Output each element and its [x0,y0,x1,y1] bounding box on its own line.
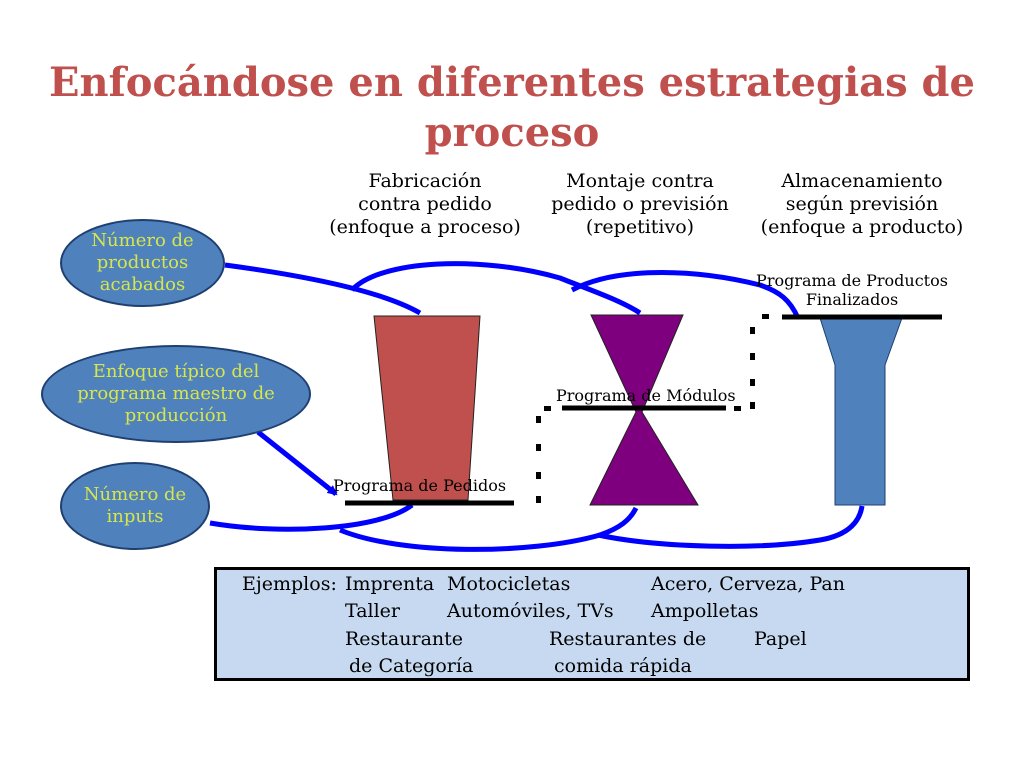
example-product: Acero, Cerveza, Pan [651,573,845,595]
slide-title: Enfocándose en diferentes estrategias de… [0,58,1024,158]
column-header-line: según previsión [785,193,939,215]
example-repetitive: Restaurantes de [549,628,707,650]
examples-heading: Ejemplos: [242,573,337,595]
repetitive-focus-shape [589,314,699,506]
example-process: Taller [345,600,401,622]
title-line-2: proceso [424,109,600,156]
example-repetitive: comida rápida [554,655,692,677]
label-line: Programa de Productos [756,271,948,290]
column-header-line: (enfoque a producto) [760,216,964,238]
column-header-line: contra pedido [358,193,492,215]
ellipse-line: Número de [91,230,194,251]
column-header-line: (repetitivo) [585,216,695,238]
column-header-line: Almacenamiento [781,170,943,192]
inputs-ellipse: Número de inputs [60,462,210,550]
inputs-connector [597,505,865,549]
example-product: Ampolletas [651,600,759,622]
finished-products-ellipse: Número de productos acabados [60,219,225,307]
ellipse-line: inputs [106,506,164,527]
column-header-line: pedido o previsión [551,193,729,215]
ellipse-line: productos [96,252,189,273]
ellipse-line: Enfoque típico del [92,361,260,382]
ellipse-line: acabados [99,274,186,295]
ellipse-line: Número de [83,484,187,505]
column-header-line: (enfoque a proceso) [329,216,521,238]
ellipse-line: producción [124,405,228,426]
column-header-product: Almacenamiento según previsión (enfoque … [752,170,972,239]
mps-arrow [256,430,338,496]
finished-products-connector [224,262,422,316]
inputs-connector [339,506,639,552]
product-focus-shape [819,317,903,506]
column-header-process: Fabricación contra pedido (enfoque a pro… [325,170,525,239]
finished-products-connector [350,261,642,316]
dotted-connector-2 [734,314,769,411]
dotted-connector-1 [536,406,551,503]
order-schedule-label: Programa de Pedidos [333,476,507,495]
example-repetitive: Motocicletas [447,573,571,595]
column-header-line: Fabricación [368,170,482,192]
example-process: de Categoría [349,655,474,677]
example-product: Papel [754,628,807,650]
label-line: Finalizados [805,290,899,309]
example-repetitive: Automóviles, TVs [447,600,614,622]
finished-products-connector [570,270,801,320]
process-focus-shape [373,315,481,501]
example-process: Imprenta [345,573,435,595]
ellipse-line: programa maestro de [77,383,275,404]
column-header-repetitive: Montaje contra pedido o previsión (repet… [540,170,740,239]
examples-box: Ejemplos: Imprenta Taller Restaurante de… [214,567,970,681]
inputs-connector [209,502,414,532]
mps-approach-ellipse: Enfoque típico del programa maestro de p… [41,345,311,443]
title-line-1: Enfocándose en diferentes estrategias de [49,59,975,106]
finished-products-schedule-label: Programa de Productos Finalizados [752,271,952,309]
module-schedule-label: Programa de Módulos [556,386,736,405]
column-header-line: Montaje contra [566,170,714,192]
example-process: Restaurante [345,628,464,650]
